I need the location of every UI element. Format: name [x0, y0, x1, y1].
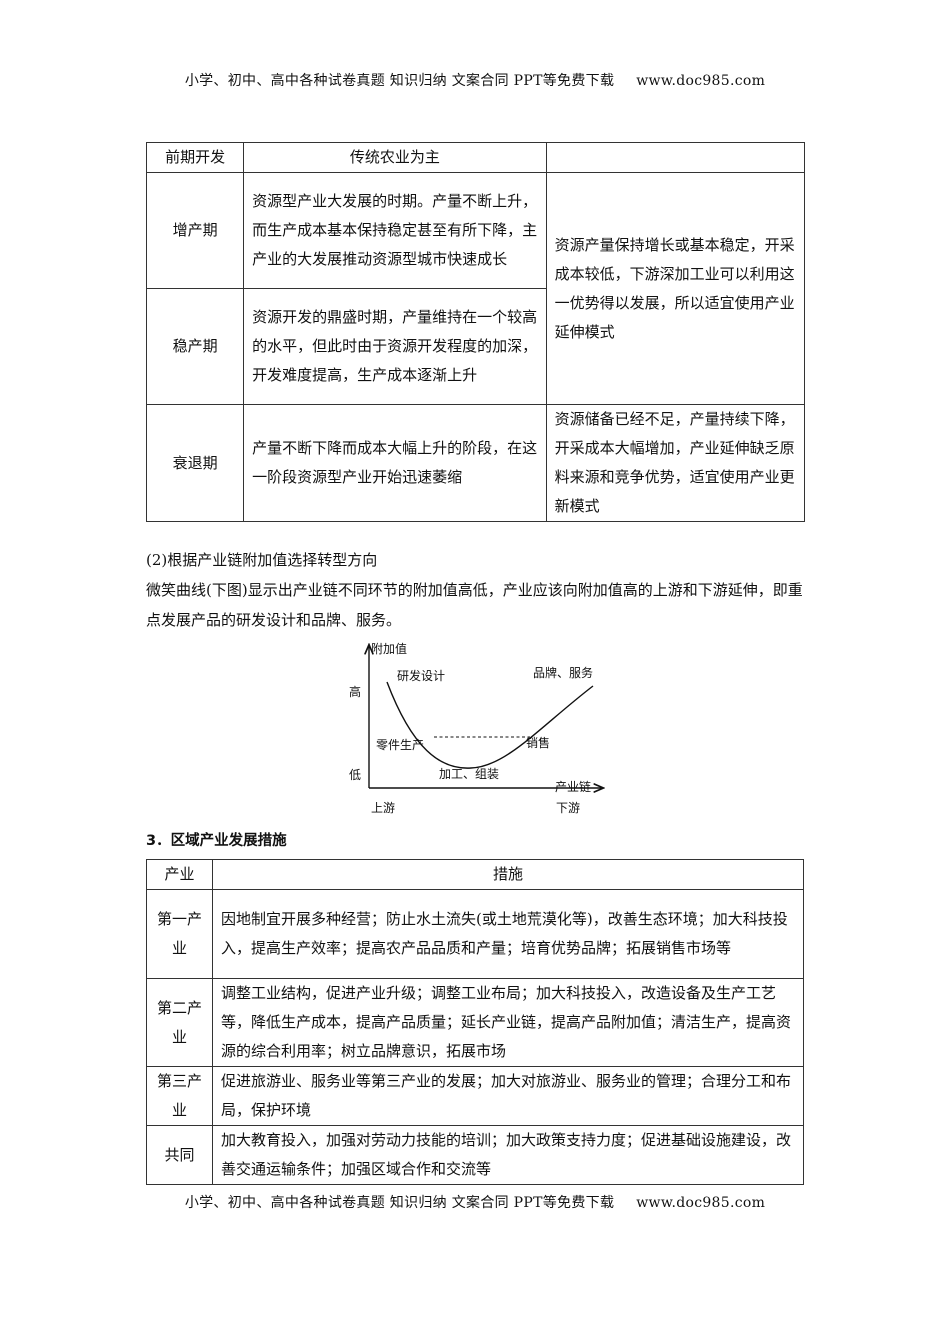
upstream-label: 上游	[371, 801, 395, 815]
page-footer: 小学、初中、高中各种试卷真题 知识归纳 文案合同 PPT等免费下载 www.doc…	[0, 1192, 950, 1212]
header-industry-cell: 产业	[146, 859, 213, 890]
table-row: 共同 加大教育投入，加强对劳动力技能的培训；加大政策支持力度；促进基础设施建设，…	[146, 1125, 804, 1185]
stage-cell: 稳产期	[145, 288, 245, 405]
feature-cell: 产量不断下降而成本大幅上升的阶段，在这一阶段资源型产业开始迅速萎缩	[243, 404, 547, 522]
brand-label: 品牌、服务	[533, 665, 593, 680]
mode-cell	[545, 142, 806, 173]
header-site-link[interactable]: www.doc985.com	[636, 73, 766, 89]
measures-cell: 促进旅游业、服务业等第三产业的发展；加大对旅游业、服务业的管理；合理分工和布局，…	[212, 1066, 804, 1126]
parts-label: 零件生产	[376, 738, 424, 752]
mode-cell: 资源储备已经不足，产量持续下降，开采成本大幅增加，产业延伸缺乏原料来源和竞争优势…	[545, 404, 806, 522]
table-row: 第一产业 因地制宜开展多种经营；防止水土流失(或土地荒漠化等)，改善生态环境；加…	[146, 889, 804, 979]
stage-cell: 增产期	[145, 172, 245, 289]
header-text: 小学、初中、高中各种试卷真题 知识归纳 文案合同 PPT等免费下载	[184, 73, 615, 89]
industry-cell: 第二产业	[146, 978, 213, 1067]
table-row: 衰退期 产量不断下降而成本大幅上升的阶段，在这一阶段资源型产业开始迅速萎缩 资源…	[145, 404, 806, 522]
table-row: 增产期 资源型产业大发展的时期。产量不断上升，而生产成本基本保持稳定甚至有所下降…	[145, 172, 806, 405]
table-row: 产业 措施	[146, 859, 804, 890]
table-row: 第三产业 促进旅游业、服务业等第三产业的发展；加大对旅游业、服务业的管理；合理分…	[146, 1066, 804, 1126]
table-row: 前期开发 传统农业为主	[145, 142, 806, 173]
downstream-label: 下游	[556, 801, 580, 815]
resource-stage-table: 前期开发 传统农业为主 增产期 资源型产业大发展的时期。产量不断上升，而生产成本…	[145, 142, 806, 522]
industry-cell: 第三产业	[146, 1066, 213, 1126]
page-header: 小学、初中、高中各种试卷真题 知识归纳 文案合同 PPT等免费下载 www.doc…	[0, 70, 950, 90]
assembly-label: 加工、组装	[439, 767, 499, 781]
x-axis-label: 产业链	[555, 779, 591, 794]
industry-cell: 共同	[146, 1125, 213, 1185]
smile-curve	[386, 681, 594, 769]
rnd-label: 研发设计	[397, 668, 445, 683]
table-row: 第二产业 调整工业结构，促进产业升级；调整工业布局；加大科技投入，改造设备及生产…	[146, 978, 804, 1067]
smile-curve-diagram: 附加值 高 低 研发设计 品牌、服务 零件生产 销售 加工、组装 产业链 上游 …	[349, 641, 620, 815]
measures-cell: 因地制宜开展多种经营；防止水土流失(或土地荒漠化等)，改善生态环境；加大科技投入…	[212, 889, 804, 979]
feature-cell: 传统农业为主	[243, 142, 547, 173]
sales-label: 销售	[526, 735, 550, 750]
section-2-title: (2)根据产业链附加值选择转型方向	[146, 551, 378, 569]
y-axis-label: 附加值	[371, 641, 407, 656]
measures-cell: 加大教育投入，加强对劳动力技能的培训；加大政策支持力度；促进基础设施建设，改善交…	[212, 1125, 804, 1185]
footer-text: 小学、初中、高中各种试卷真题 知识归纳 文案合同 PPT等免费下载	[184, 1195, 615, 1211]
header-measures-cell: 措施	[212, 859, 804, 890]
feature-cell: 资源开发的鼎盛时期，产量维持在一个较高的水平，但此时由于资源开发程度的加深，开发…	[243, 288, 547, 405]
feature-cell: 资源型产业大发展的时期。产量不断上升，而生产成本基本保持稳定甚至有所下降，主产业…	[243, 172, 547, 289]
table-row: 稳产期 资源开发的鼎盛时期，产量维持在一个较高的水平，但此时由于资源开发程度的加…	[145, 288, 805, 405]
mode-cell-merged: 资源产量保持增长或基本稳定，开采成本较低，下游深加工业可以利用这一优势得以发展，…	[545, 172, 806, 405]
high-label: 高	[349, 684, 361, 699]
stage-cell: 前期开发	[145, 142, 245, 173]
footer-site-link[interactable]: www.doc985.com	[636, 1195, 766, 1211]
low-label: 低	[349, 768, 361, 782]
section-2-paragraph: 微笑曲线(下图)显示出产业链不同环节的附加值高低，产业应该向附加值高的上游和下游…	[146, 581, 803, 629]
measures-cell: 调整工业结构，促进产业升级；调整工业布局；加大科技投入，改造设备及生产工艺等，降…	[212, 978, 804, 1067]
stage-cell: 衰退期	[145, 404, 245, 522]
industry-measures-table: 产业 措施 第一产业 因地制宜开展多种经营；防止水土流失(或土地荒漠化等)，改善…	[146, 859, 804, 1185]
industry-cell: 第一产业	[146, 889, 213, 979]
section-3-title: 3．区域产业发展措施	[146, 833, 287, 849]
